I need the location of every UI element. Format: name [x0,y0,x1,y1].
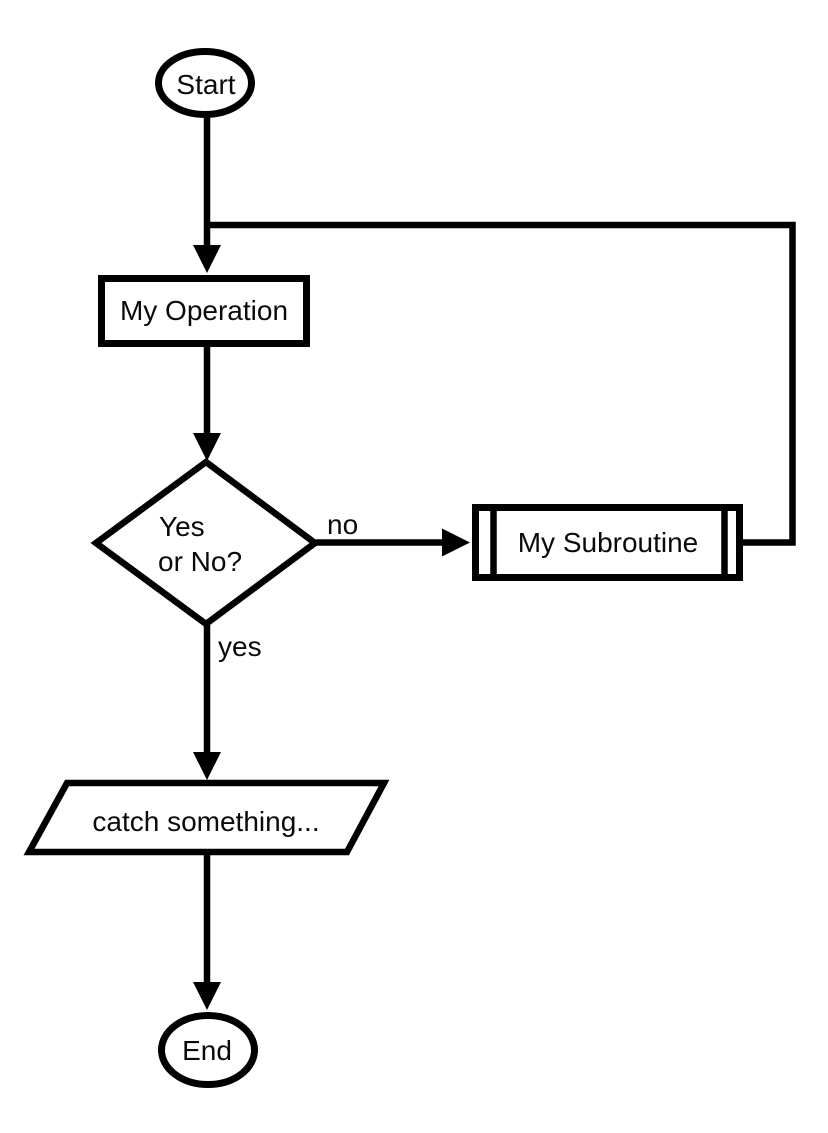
operation-process-shape [98,275,310,347]
edge-subroutine-return-loop [207,221,796,546]
start-terminator-shape [155,48,255,118]
node-subroutine: My Subroutine [472,504,743,581]
operation-label: My Operation [120,295,288,326]
edge-labels: no yes [218,509,358,662]
node-start: Start [155,48,255,118]
output-label: catch something... [92,806,319,837]
decision-label-line2: or No? [158,546,242,577]
output-parallelogram-shape [23,779,390,856]
arrowhead-into-decision [193,433,221,461]
end-label: End [182,1035,232,1066]
subroutine-label: My Subroutine [518,527,699,558]
decision-diamond-shape [90,457,321,629]
node-decision: Yes or No? [90,457,321,629]
arrowhead-into-operation [193,245,221,273]
start-label: Start [176,69,235,100]
subroutine-shape [472,504,743,581]
node-output: catch something... [23,779,390,856]
decision-label-line1: Yes [159,511,205,542]
node-end: End [158,1012,258,1088]
arrowhead-into-output [193,752,221,780]
arrowhead-into-subroutine [442,528,470,557]
edges [193,114,796,1010]
end-terminator-shape [158,1012,258,1088]
edge-label-no: no [327,509,358,540]
edge-label-yes: yes [218,631,262,662]
node-operation: My Operation [98,275,310,347]
arrowhead-into-end [193,982,221,1010]
